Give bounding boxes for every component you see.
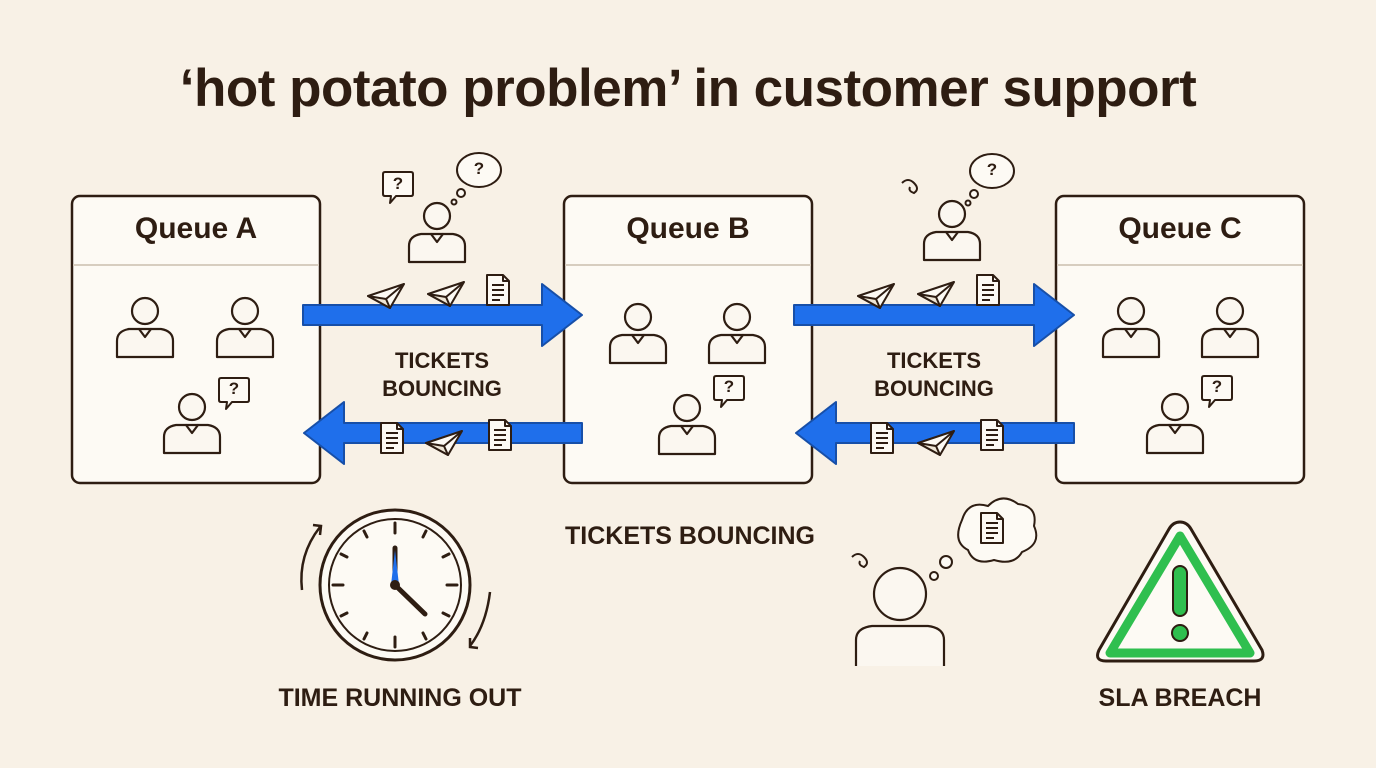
question-mark-text: ? [392, 174, 404, 193]
queue-a-title: Queue A [134, 212, 258, 245]
page-title: ‘hot potato problem’ in customer support [179, 59, 1197, 118]
ticket-document-icon [980, 419, 1004, 451]
ticket-document-icon [976, 274, 1000, 306]
arrow-left-b-to-a [303, 401, 583, 465]
bounce-label-line1: TICKETS [886, 348, 982, 373]
ticket-document-icon [870, 422, 894, 454]
question-mark-text: ? [723, 377, 735, 396]
bounce-label-ab: TICKETS BOUNCING [362, 347, 522, 403]
warning-icon [1096, 520, 1265, 663]
sla-breach-label: SLA BREACH [1098, 684, 1262, 712]
queue-box-c [1054, 194, 1306, 485]
clock-icon [300, 508, 492, 662]
question-mark-text: ? [986, 160, 998, 179]
time-running-out-label: TIME RUNNING OUT [278, 684, 522, 712]
paper-plane-icon [917, 281, 955, 307]
question-mark-text: ? [1211, 377, 1223, 396]
ticket-document-icon [488, 419, 512, 451]
question-mark-text: ? [228, 379, 240, 398]
queue-b-title: Queue B [626, 212, 750, 245]
arrow-right-a-to-b [302, 283, 583, 347]
confused-agent-icon [382, 152, 502, 264]
queue-c-title: Queue C [1118, 212, 1242, 245]
bounce-label-bc: TICKETS BOUNCING [854, 347, 1014, 403]
ticket-document-icon [380, 422, 404, 454]
stressed-agent-icon [851, 497, 1038, 666]
queue-box-b [562, 194, 814, 485]
arrow-left-c-to-b [795, 401, 1075, 465]
ticket-document-icon [486, 274, 510, 306]
tickets-bouncing-label: TICKETS BOUNCING [565, 522, 815, 550]
paper-plane-icon [427, 281, 465, 307]
bounce-label-line1: TICKETS [394, 348, 490, 373]
arrow-right-b-to-c [793, 283, 1075, 347]
queue-box-a [70, 194, 322, 485]
bounce-label-line2: BOUNCING [874, 376, 994, 401]
bounce-label-line2: BOUNCING [382, 376, 502, 401]
worried-agent-icon [901, 153, 1015, 262]
question-mark-text: ? [473, 159, 485, 178]
